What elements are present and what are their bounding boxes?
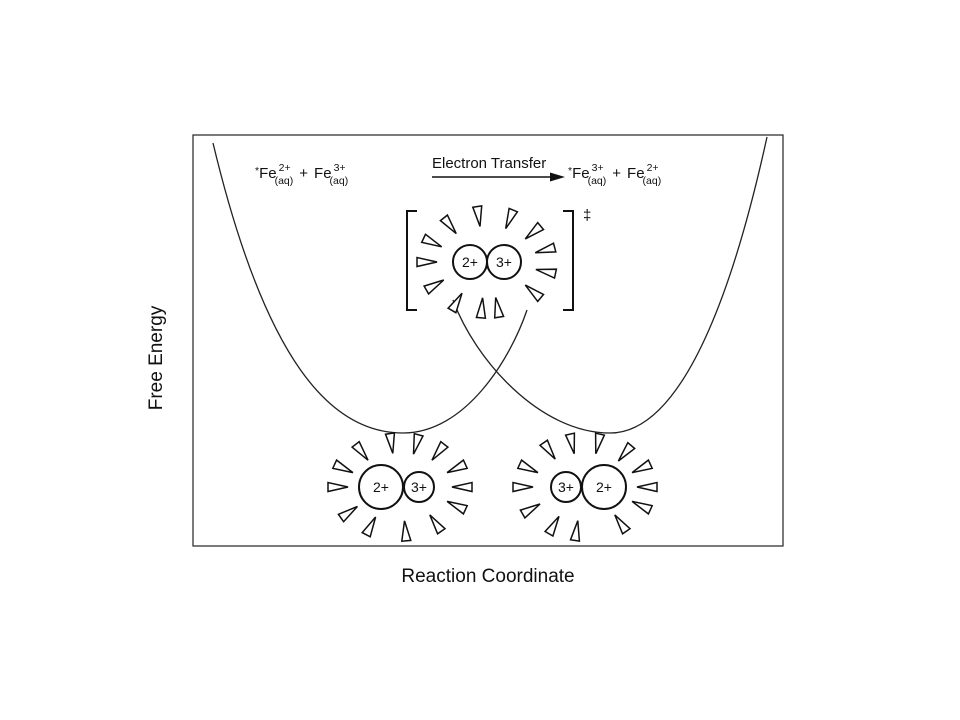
solvent-wedge	[412, 432, 425, 455]
solvent-wedge	[384, 432, 396, 454]
solvent-wedge	[400, 520, 412, 543]
solvent-wedge	[327, 481, 349, 493]
solvent-wedge	[614, 514, 632, 535]
solvent-wedge	[519, 503, 541, 520]
solvent-wedge	[524, 284, 545, 303]
solvent-wedge	[524, 221, 545, 240]
transition-state-marker: ‡	[583, 207, 591, 224]
solvent-wedge	[331, 458, 354, 474]
reactant-1-species: Fe	[259, 165, 277, 182]
product-2-phase: (aq)	[643, 175, 662, 187]
reactant-1-phase: (aq)	[275, 175, 294, 187]
solvent-wedge	[569, 520, 581, 542]
reactant-ion-right-charge: 3+	[411, 479, 427, 495]
solvent-wedge	[504, 207, 519, 230]
reactant-ion-left-charge: 2+	[373, 479, 389, 495]
svg-text:*Fe2+(aq)+Fe3+(aq): *Fe2+(aq)+Fe3+(aq)	[255, 162, 348, 187]
product-complex: 3+ 2+	[512, 432, 658, 542]
plus-2: +	[612, 165, 621, 182]
solvent-wedge	[420, 233, 443, 248]
solvent-wedge	[493, 297, 505, 319]
solvent-wedge	[636, 481, 658, 493]
solvent-wedge	[431, 440, 450, 461]
product-free-energy-curve	[452, 136, 768, 434]
solvent-wedge	[471, 205, 483, 227]
product-2-species: Fe	[627, 165, 645, 182]
product-2-charge: 2+	[647, 162, 659, 174]
y-axis-label: Free Energy	[146, 305, 167, 410]
product-1-star: *	[568, 165, 572, 177]
reactant-ion-right	[403, 471, 435, 503]
transition-state-solvent-shell	[416, 205, 558, 320]
solvent-wedge	[564, 432, 576, 455]
product-ion-right	[581, 464, 627, 510]
reactant-free-energy-curve	[212, 142, 528, 434]
solvent-wedge	[535, 268, 558, 280]
solvent-wedge	[446, 500, 469, 516]
reactant-2-charge: 3+	[334, 162, 346, 174]
svg-text:*Fe3+(aq)+Fe2+(aq): *Fe3+(aq)+Fe2+(aq)	[568, 162, 661, 187]
solvent-wedge	[538, 439, 556, 460]
plus-1: +	[299, 165, 308, 182]
product-1-species: Fe	[572, 165, 590, 182]
product-solvent-shell	[512, 432, 658, 542]
right-bracket	[563, 210, 574, 311]
reactant-2-species: Fe	[314, 165, 332, 182]
solvent-wedge	[361, 516, 377, 538]
reactant-complex: 2+ 3+	[327, 432, 473, 543]
solvent-wedge	[416, 256, 438, 268]
ts-ion-left-charge: 2+	[462, 254, 478, 270]
left-bracket	[406, 210, 417, 311]
plot-frame	[192, 134, 784, 547]
product-1-phase: (aq)	[588, 175, 607, 187]
solvent-wedge	[631, 458, 654, 474]
reactant-2-phase: (aq)	[330, 175, 349, 187]
ts-ion-right	[486, 244, 522, 280]
transition-state-complex: ‡ 2+ 3+	[406, 205, 591, 320]
solvent-wedge	[451, 481, 473, 493]
solvent-wedge	[617, 441, 636, 462]
arrow-label: Electron Transfer	[432, 155, 546, 172]
solvent-wedge	[516, 458, 539, 474]
solvent-wedge	[429, 514, 447, 535]
solvent-wedge	[534, 242, 557, 254]
solvent-wedge	[512, 481, 534, 493]
product-1-charge: 3+	[592, 162, 604, 174]
x-axis-label: Reaction Coordinate	[401, 566, 574, 587]
solvent-wedge	[446, 292, 463, 314]
ts-ion-right-charge: 3+	[496, 254, 512, 270]
solvent-wedge	[439, 213, 457, 235]
solvent-wedge	[594, 432, 606, 455]
reactant-1-charge: 2+	[279, 162, 291, 174]
solvent-wedge	[475, 297, 487, 320]
solvent-wedge	[350, 440, 369, 461]
solvent-wedge	[631, 500, 654, 516]
reaction-arrowhead	[550, 172, 565, 182]
product-ion-right-charge: 2+	[596, 479, 612, 495]
reactant-1-star: *	[255, 165, 259, 177]
solvent-wedge	[446, 458, 469, 474]
solvent-wedge	[422, 279, 445, 296]
reactant-solvent-shell	[327, 432, 473, 543]
solvent-wedge	[337, 505, 358, 523]
solvent-wedge	[543, 515, 560, 538]
product-ion-left-charge: 3+	[558, 479, 574, 495]
